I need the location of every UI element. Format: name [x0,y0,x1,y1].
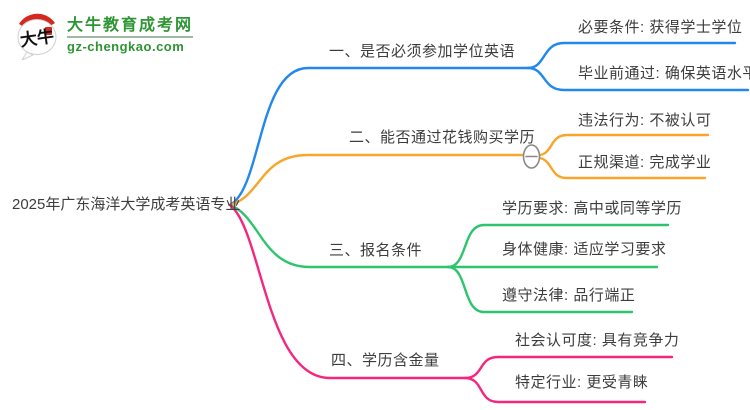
root-node[interactable]: 2025年广东海洋大学成考英语专业 [12,196,241,213]
branch4-node[interactable]: 四、学历含金量 [331,352,440,369]
branch1-child2-line [526,66,750,92]
branch4-child1-node[interactable]: 社会认可度: 具有竞争力 [515,332,680,349]
branch3-child2-node[interactable]: 身体健康: 适应学习要求 [502,241,667,258]
branch2-node[interactable]: 二、能否通过花钱购买学历 [349,129,536,146]
branch1-child2-node[interactable]: 毕业前通过: 确保英语水平 [578,65,750,82]
branch2-child1-line [538,133,710,157]
branch1-lines [228,41,750,207]
logo-url[interactable]: gz-chengkao.com [67,39,185,54]
branch3-child1-line [446,223,670,269]
collapse-toggle-branch2[interactable] [522,144,541,169]
branch4-child2-line [463,376,647,404]
branch1-node[interactable]: 一、是否必须参加学位英语 [329,43,516,60]
logo-title: 大牛教育成考网 [67,17,194,34]
branch3-child3-line [446,265,634,314]
branch4-main-line [228,203,467,380]
branch4-lines [228,203,674,404]
branch2-lines [228,133,710,207]
logo-text-block: 大牛教育成考网 gz-chengkao.com [67,16,194,54]
logo-bubble-icon: 大牛 [17,13,57,60]
branch1-child1-node[interactable]: 必要条件: 获得学士学位 [578,19,743,36]
branch2-child1-node[interactable]: 违法行为: 不被认可 [578,112,712,129]
branch3-child1-node[interactable]: 学历要求: 高中或同等学历 [502,200,682,217]
branch4-child2-node[interactable]: 特定行业: 更受青睐 [515,374,649,391]
branch2-main-line [228,153,524,207]
branch1-main-line [228,66,530,207]
branch3-lines [228,203,670,314]
branch1-child1-line [526,41,737,70]
branch3-main-line [228,203,450,269]
logo-divider [67,36,194,38]
branch3-node[interactable]: 三、报名条件 [329,242,423,259]
branch3-child3-node[interactable]: 遵守法律: 品行端正 [502,287,636,304]
branch2-child2-line [538,156,707,180]
branch2-child2-node[interactable]: 正规渠道: 完成学业 [578,154,712,171]
branch4-child1-line [463,355,674,380]
svg-text:大牛: 大牛 [19,26,55,51]
site-logo[interactable]: 大牛 大牛教育成考网 gz-chengkao.com [14,10,194,60]
